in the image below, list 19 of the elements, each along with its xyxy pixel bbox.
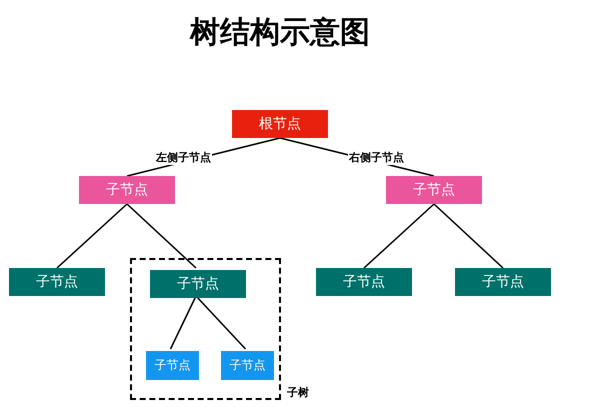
leaf-node: 子节点 (146, 351, 199, 380)
leaf-node: 子节点 (221, 351, 274, 380)
child-node: 子节点 (316, 268, 412, 296)
subtree-dashed-box (130, 258, 281, 400)
child-node: 子节点 (79, 176, 175, 204)
root-node: 根节点 (232, 110, 328, 138)
connector-line (126, 203, 196, 269)
child-node: 子节点 (455, 268, 551, 296)
subtree-label: 子树 (287, 385, 309, 400)
child-node: 子节点 (386, 176, 482, 204)
connector-line (56, 203, 128, 269)
edge-label: 左侧子节点 (155, 150, 212, 165)
connector-line (434, 203, 504, 269)
connector-line (170, 296, 197, 350)
title: 树结构示意图 (188, 14, 371, 52)
connector-line (364, 203, 434, 269)
edge-label: 右侧子节点 (348, 150, 405, 165)
child-node: 子节点 (150, 270, 246, 298)
child-node: 子节点 (9, 268, 105, 296)
